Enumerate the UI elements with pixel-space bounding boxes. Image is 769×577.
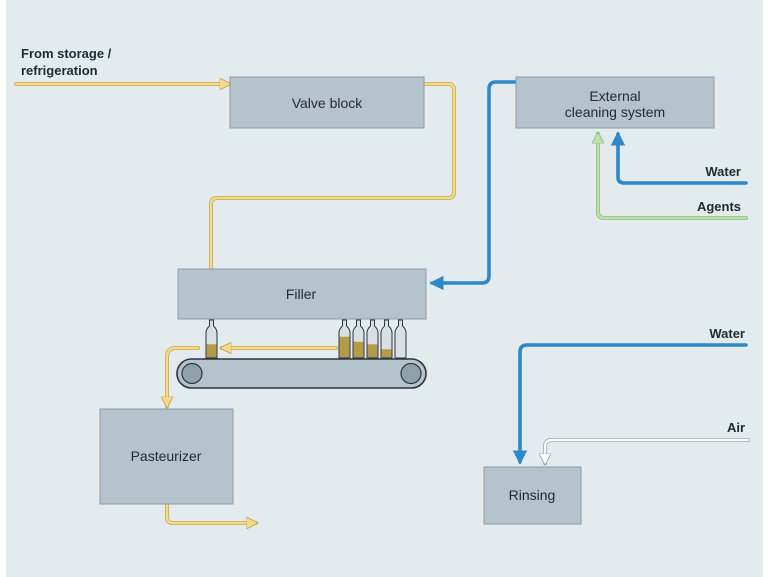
source-label-line1: From storage /: [21, 46, 112, 61]
bottle: [366, 319, 379, 359]
external-cleaning-box: External cleaning system: [515, 76, 715, 129]
source-label-line2: refrigeration: [21, 63, 98, 78]
conveyor-roller-right: [400, 362, 422, 385]
external-cleaning-label-line2: cleaning system: [565, 104, 665, 120]
cleaning-agents-label: Agents: [697, 199, 741, 214]
bottles: [205, 319, 407, 359]
filler-box: Filler: [177, 268, 427, 320]
bottle: [205, 319, 218, 359]
pasteurizer-box: Pasteurizer: [99, 408, 234, 505]
conveyor-roller-left: [181, 362, 203, 385]
bottle: [338, 319, 351, 359]
bottle: [352, 319, 365, 359]
product-flow-lines: [14, 84, 456, 523]
external-cleaning-label-line1: External: [589, 88, 640, 104]
rinsing-label: Rinsing: [509, 487, 556, 503]
bottle: [380, 319, 393, 359]
conveyor-belt: [176, 358, 427, 389]
cleaning-water-label: Water: [705, 164, 741, 179]
water-flow-lines: [429, 80, 748, 465]
pasteurizer-label: Pasteurizer: [131, 448, 202, 464]
bottle: [394, 319, 407, 359]
agents-flow-line: [598, 134, 748, 220]
filler-label: Filler: [286, 286, 317, 302]
valve-block-label: Valve block: [292, 95, 364, 111]
air-flow-line: [545, 438, 750, 463]
rinsing-box: Rinsing: [483, 466, 582, 525]
valve-block-box: Valve block: [229, 76, 425, 129]
rinsing-air-label: Air: [727, 420, 745, 435]
rinsing-water-label: Water: [709, 326, 745, 341]
